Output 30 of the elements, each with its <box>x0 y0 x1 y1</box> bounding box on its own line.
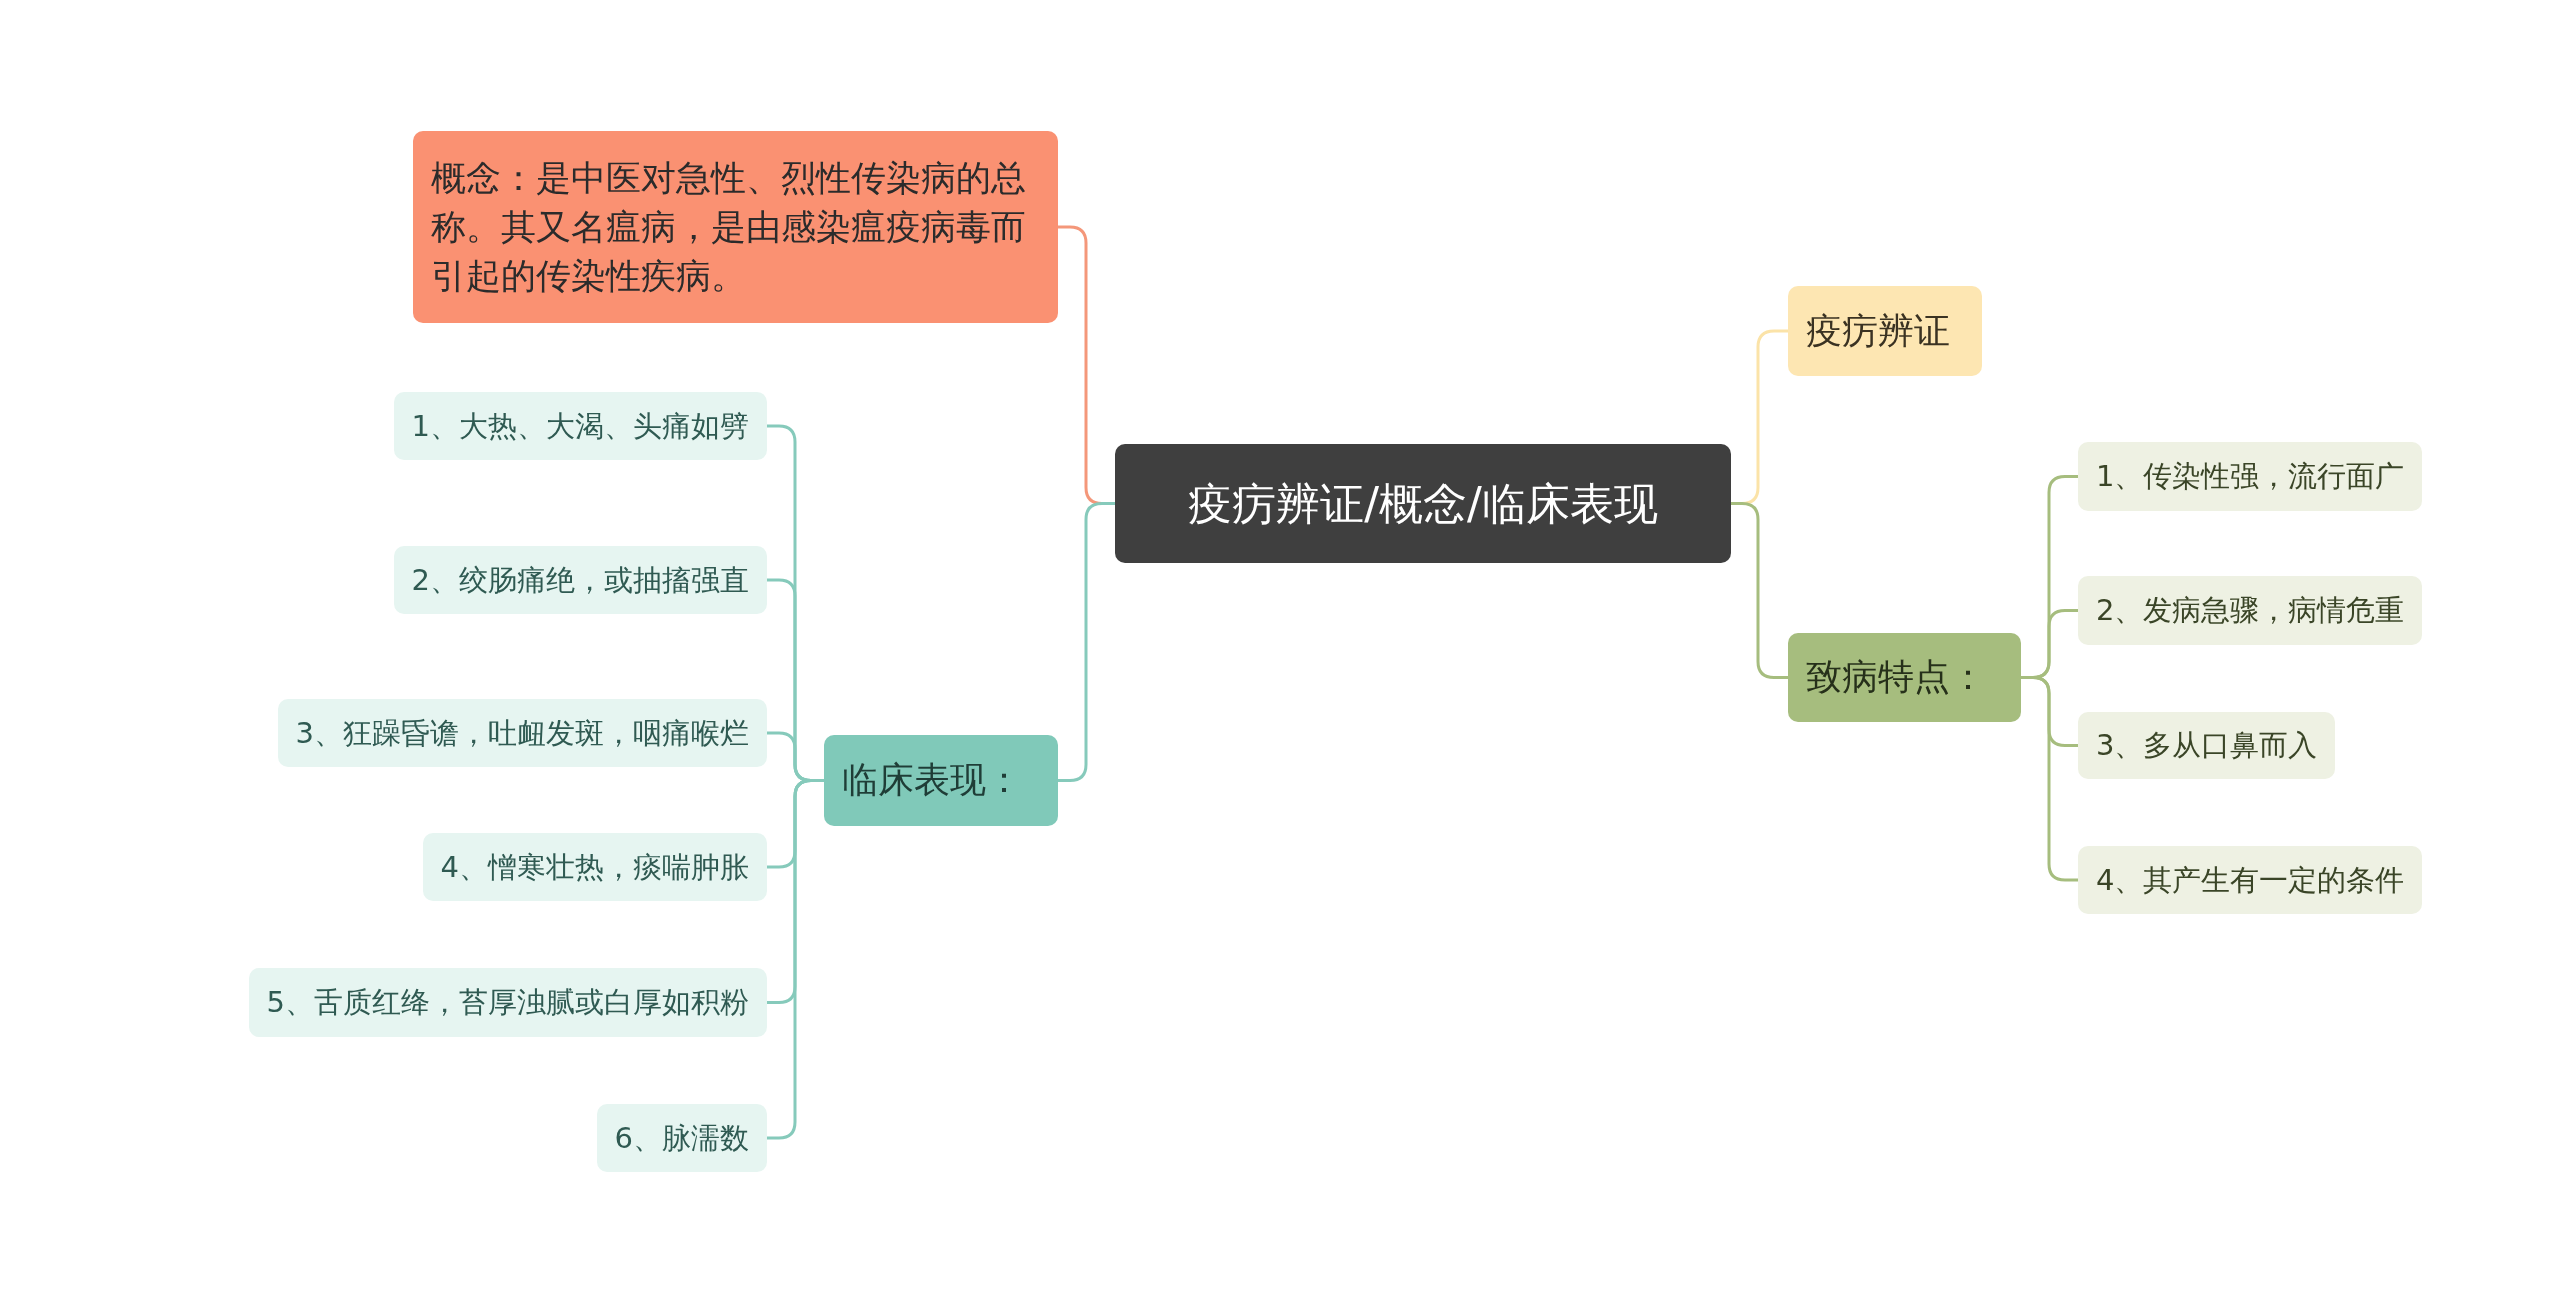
subtopic-box <box>277 699 767 767</box>
subtopic-box <box>2078 576 2423 645</box>
subtopic-box <box>393 392 767 460</box>
subtopic-box <box>422 833 767 901</box>
topic-text: 概念：是中医对急性、烈性传染病的总称。其又名瘟病，是由感染瘟疫病毒而引起的传染性疾病。 <box>431 156 1027 298</box>
topic-text: 4、憎寒壮热，痰喘肿胀 <box>440 848 749 886</box>
topic-text: 2、发病急骤，病情危重 <box>2096 592 2405 630</box>
topic-text: 3、狂躁昏谵，吐衄发斑，咽痛喉烂 <box>295 714 749 752</box>
topic-text: 1、传染性强，流行面广 <box>2096 458 2405 496</box>
central-topic-box <box>1115 444 1731 563</box>
subtopic-box <box>596 1104 767 1172</box>
topic-text: 5、舌质红绛，苔厚浊腻或白厚如积粉 <box>266 984 749 1022</box>
topic-text: 致病特点： <box>1806 655 1986 700</box>
topic-text: 临床表现： <box>842 758 1022 803</box>
topic-box <box>413 131 1058 323</box>
subtopic-box <box>2078 712 2336 779</box>
topic-box <box>1788 633 2021 722</box>
subtopic-box <box>2078 846 2423 914</box>
topic-box <box>1788 286 1982 376</box>
topic-text: 1、大热、大渴、头痛如劈 <box>411 407 749 445</box>
topic-text: 2、绞肠痛绝，或抽搐强直 <box>411 561 749 599</box>
subtopic-box <box>248 968 767 1037</box>
topic-text: 6、脉濡数 <box>614 1119 749 1157</box>
subtopic-box <box>393 546 767 614</box>
topic-text: 4、其产生有一定的条件 <box>2096 861 2405 899</box>
topic-text: 疫疠辨证/概念/临床表现 <box>1188 476 1658 531</box>
topic-box <box>824 735 1058 826</box>
topic-text: 3、多从口鼻而入 <box>2096 727 2318 765</box>
subtopic-box <box>2078 442 2423 511</box>
topic-text: 疫疠辨证 <box>1806 308 1950 353</box>
